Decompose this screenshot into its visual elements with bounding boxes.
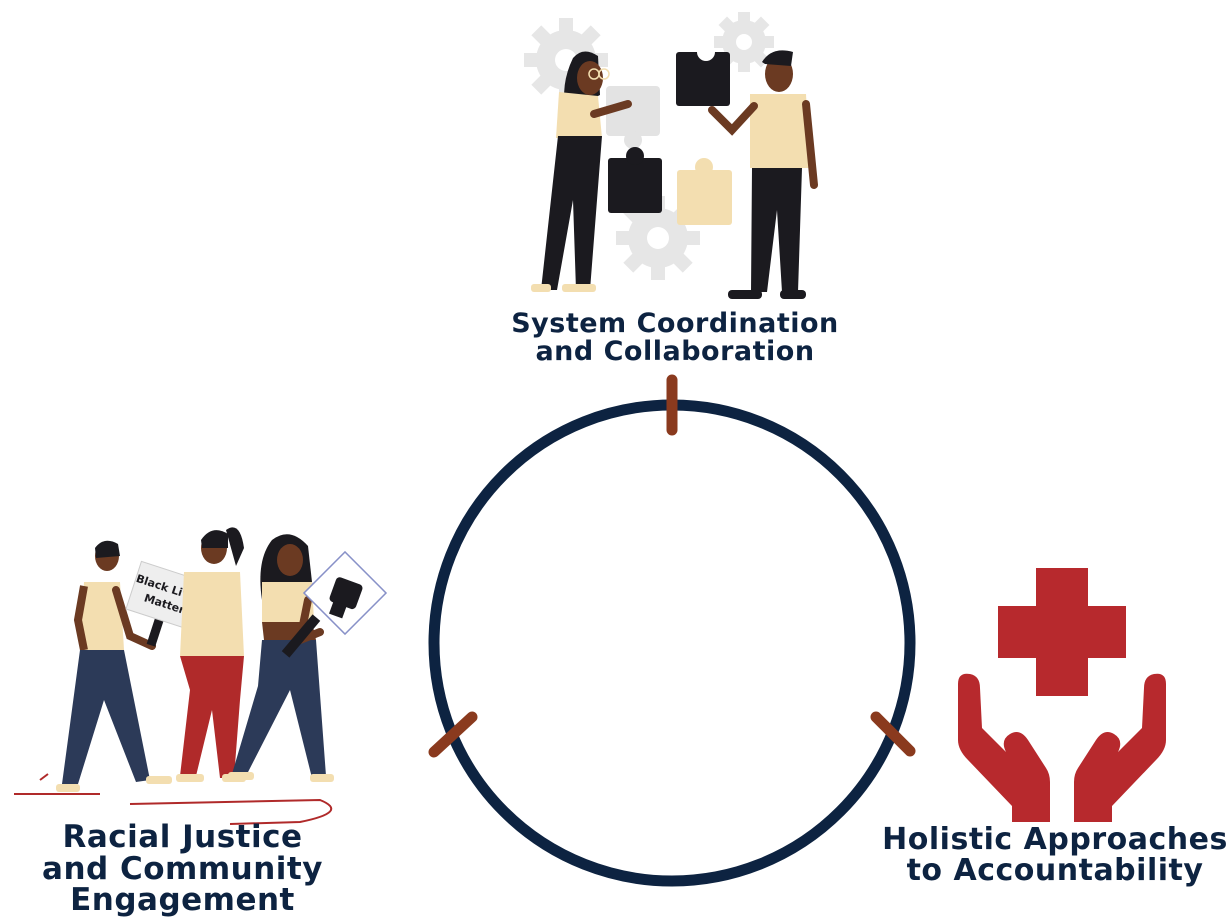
protest-march-illustration: Black Lives Matter: [14, 527, 388, 825]
ring-tick-right: [870, 711, 916, 757]
node-label-line: Racial Justice: [62, 819, 303, 855]
puzzle-collaboration-illustration: [524, 12, 818, 299]
puzzle-piece-icon: [608, 147, 662, 213]
marcher-figure: [56, 540, 172, 792]
marcher-figure: [176, 527, 246, 782]
man-figure: [708, 50, 818, 299]
node-label-top: System Coordination and Collaboration: [440, 310, 910, 365]
node-label-line: Holistic Approaches: [882, 822, 1228, 857]
cross-horizontal: [998, 606, 1126, 658]
hands-medical-cross-icon: [958, 568, 1166, 822]
node-label-right: Holistic Approaches to Accountability: [880, 822, 1230, 888]
puzzle-piece-icon: [676, 43, 730, 106]
left-hand-icon: [958, 673, 1050, 822]
raised-fist-sign: [281, 550, 388, 658]
gear-icon: [616, 196, 700, 280]
ring-tick-left: [428, 711, 478, 758]
puzzle-piece-icon: [606, 86, 660, 149]
cycle-ring: [428, 399, 916, 887]
raised-fist-icon: [329, 577, 363, 619]
puzzle-piece-icon: [677, 158, 732, 225]
node-label-line: Engagement: [70, 882, 295, 919]
marcher-figure: [228, 534, 334, 782]
gear-icon: [714, 12, 774, 72]
node-label-line: and Collaboration: [535, 335, 815, 367]
node-label-line: and Community: [42, 850, 323, 887]
node-label-line: to Accountability: [906, 852, 1204, 888]
node-label-left: Racial Justice and Community Engagement: [10, 819, 355, 919]
right-hand-icon: [1074, 673, 1166, 822]
node-label-line: System Coordination: [511, 308, 839, 339]
woman-figure: [531, 51, 632, 292]
